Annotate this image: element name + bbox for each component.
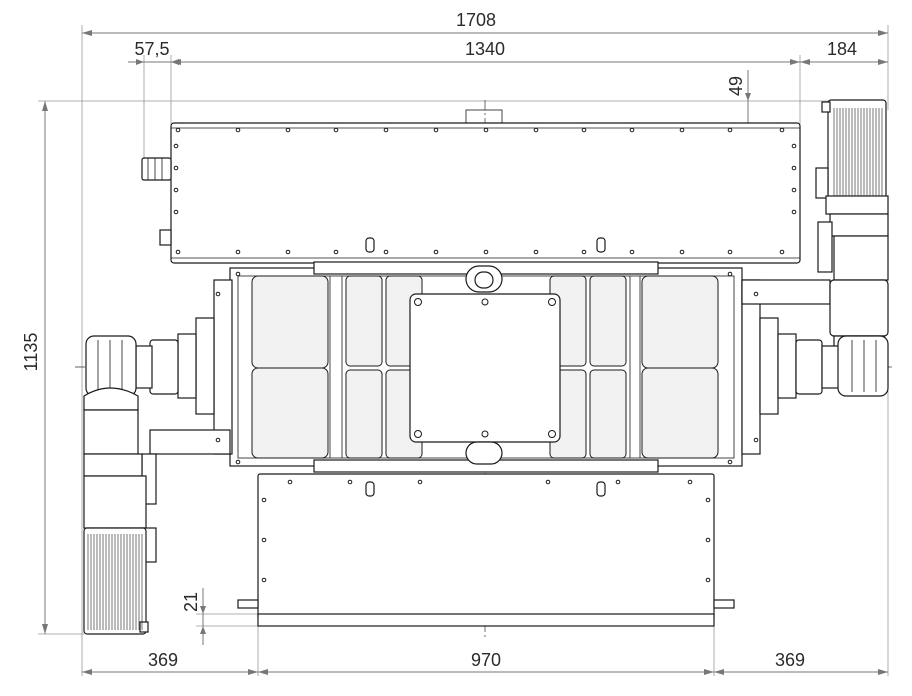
bolt-hole [235, 459, 241, 465]
dim-top-gap-text: 49 [726, 76, 746, 96]
bolt-hole [615, 479, 621, 485]
bolt-hole [705, 577, 711, 583]
bolt-hole [417, 479, 423, 485]
left-shaft [85, 317, 215, 415]
bolt-holes [173, 127, 797, 583]
bolt-hole [414, 430, 422, 438]
dimension-bottom-row: 369 970 369 [81, 390, 889, 676]
bolt-hole [285, 127, 291, 133]
bolt-hole [481, 430, 489, 438]
bolt-hole [175, 127, 181, 133]
bolt-hole [727, 249, 733, 255]
bolt-hole [705, 497, 711, 503]
bolt-hole [791, 165, 797, 171]
bolt-hole [287, 479, 293, 485]
bolt-hole [433, 249, 439, 255]
bolt-hole [173, 165, 179, 171]
dimension-overall-height: 1135 [21, 101, 84, 635]
bolt-hole [383, 249, 389, 255]
bolt-hole [779, 249, 785, 255]
bolt-hole [779, 127, 785, 133]
bolt-hole [235, 271, 241, 277]
right-shaft [759, 317, 889, 415]
bolt-hole [791, 187, 797, 193]
bolt-hole [727, 271, 733, 277]
bolt-hole [581, 249, 587, 255]
bolt-hole [235, 127, 241, 133]
bolt-hole [261, 537, 267, 543]
bolt-hole [235, 249, 241, 255]
dim-bottom-left-text: 369 [148, 650, 178, 670]
bolt-hole [215, 291, 221, 297]
bolt-hole [175, 249, 181, 255]
bolt-hole [215, 437, 221, 443]
bolt-hole [173, 187, 179, 193]
bottom-housing [237, 449, 735, 627]
bolt-hole [173, 143, 179, 149]
dim-top-box-width-text: 1340 [465, 39, 505, 59]
top-housing [141, 109, 801, 264]
bolt-hole [383, 127, 389, 133]
right-motor-top [741, 99, 889, 355]
bolt-hole [261, 497, 267, 503]
bolt-hole [333, 249, 339, 255]
bolt-hole [753, 291, 759, 297]
bolt-hole [285, 249, 291, 255]
dimension-bottom-gap: 21 [181, 588, 258, 645]
dimension-overall-width: 1708 [81, 10, 889, 640]
bolt-hole [629, 249, 635, 255]
bolt-hole [481, 298, 489, 306]
bolt-hole [533, 249, 539, 255]
dimension-top-gap: 49 [38, 70, 830, 132]
bolt-hole [581, 127, 587, 133]
bolt-hole [483, 127, 489, 133]
bolt-hole [705, 537, 711, 543]
dim-overall-width-text: 1708 [456, 10, 496, 30]
dim-right-offset-text: 184 [827, 39, 857, 59]
bolt-hole [483, 249, 489, 255]
bolt-hole [261, 577, 267, 583]
bolt-hole [727, 459, 733, 465]
bolt-hole [433, 127, 439, 133]
bolt-hole [545, 479, 551, 485]
dimension-top-box-width: 1340 [171, 39, 801, 128]
dimension-right-offset: 184 [800, 39, 888, 65]
bolt-hole [548, 430, 556, 438]
bolt-hole [533, 127, 539, 133]
bolt-hole [629, 127, 635, 133]
dim-bottom-gap-text: 21 [181, 592, 201, 612]
bolt-hole [791, 209, 797, 215]
bolt-hole [791, 143, 797, 149]
left-motor-bottom [83, 387, 231, 635]
bolt-hole [679, 249, 685, 255]
dim-bottom-right-text: 369 [775, 650, 805, 670]
motor-fins [87, 108, 883, 630]
bolt-hole [347, 479, 353, 485]
bolt-hole [548, 298, 556, 306]
bolt-hole [727, 127, 733, 133]
bolt-hole [687, 479, 693, 485]
main-body [213, 261, 761, 473]
dim-left-offset-text: 57,5 [134, 39, 169, 59]
bolt-hole [173, 209, 179, 215]
bolt-hole [414, 298, 422, 306]
bolt-hole [333, 127, 339, 133]
dim-bottom-center-text: 970 [471, 650, 501, 670]
bolt-hole [753, 437, 759, 443]
dim-overall-height-text: 1135 [21, 333, 41, 372]
bolt-hole [679, 127, 685, 133]
